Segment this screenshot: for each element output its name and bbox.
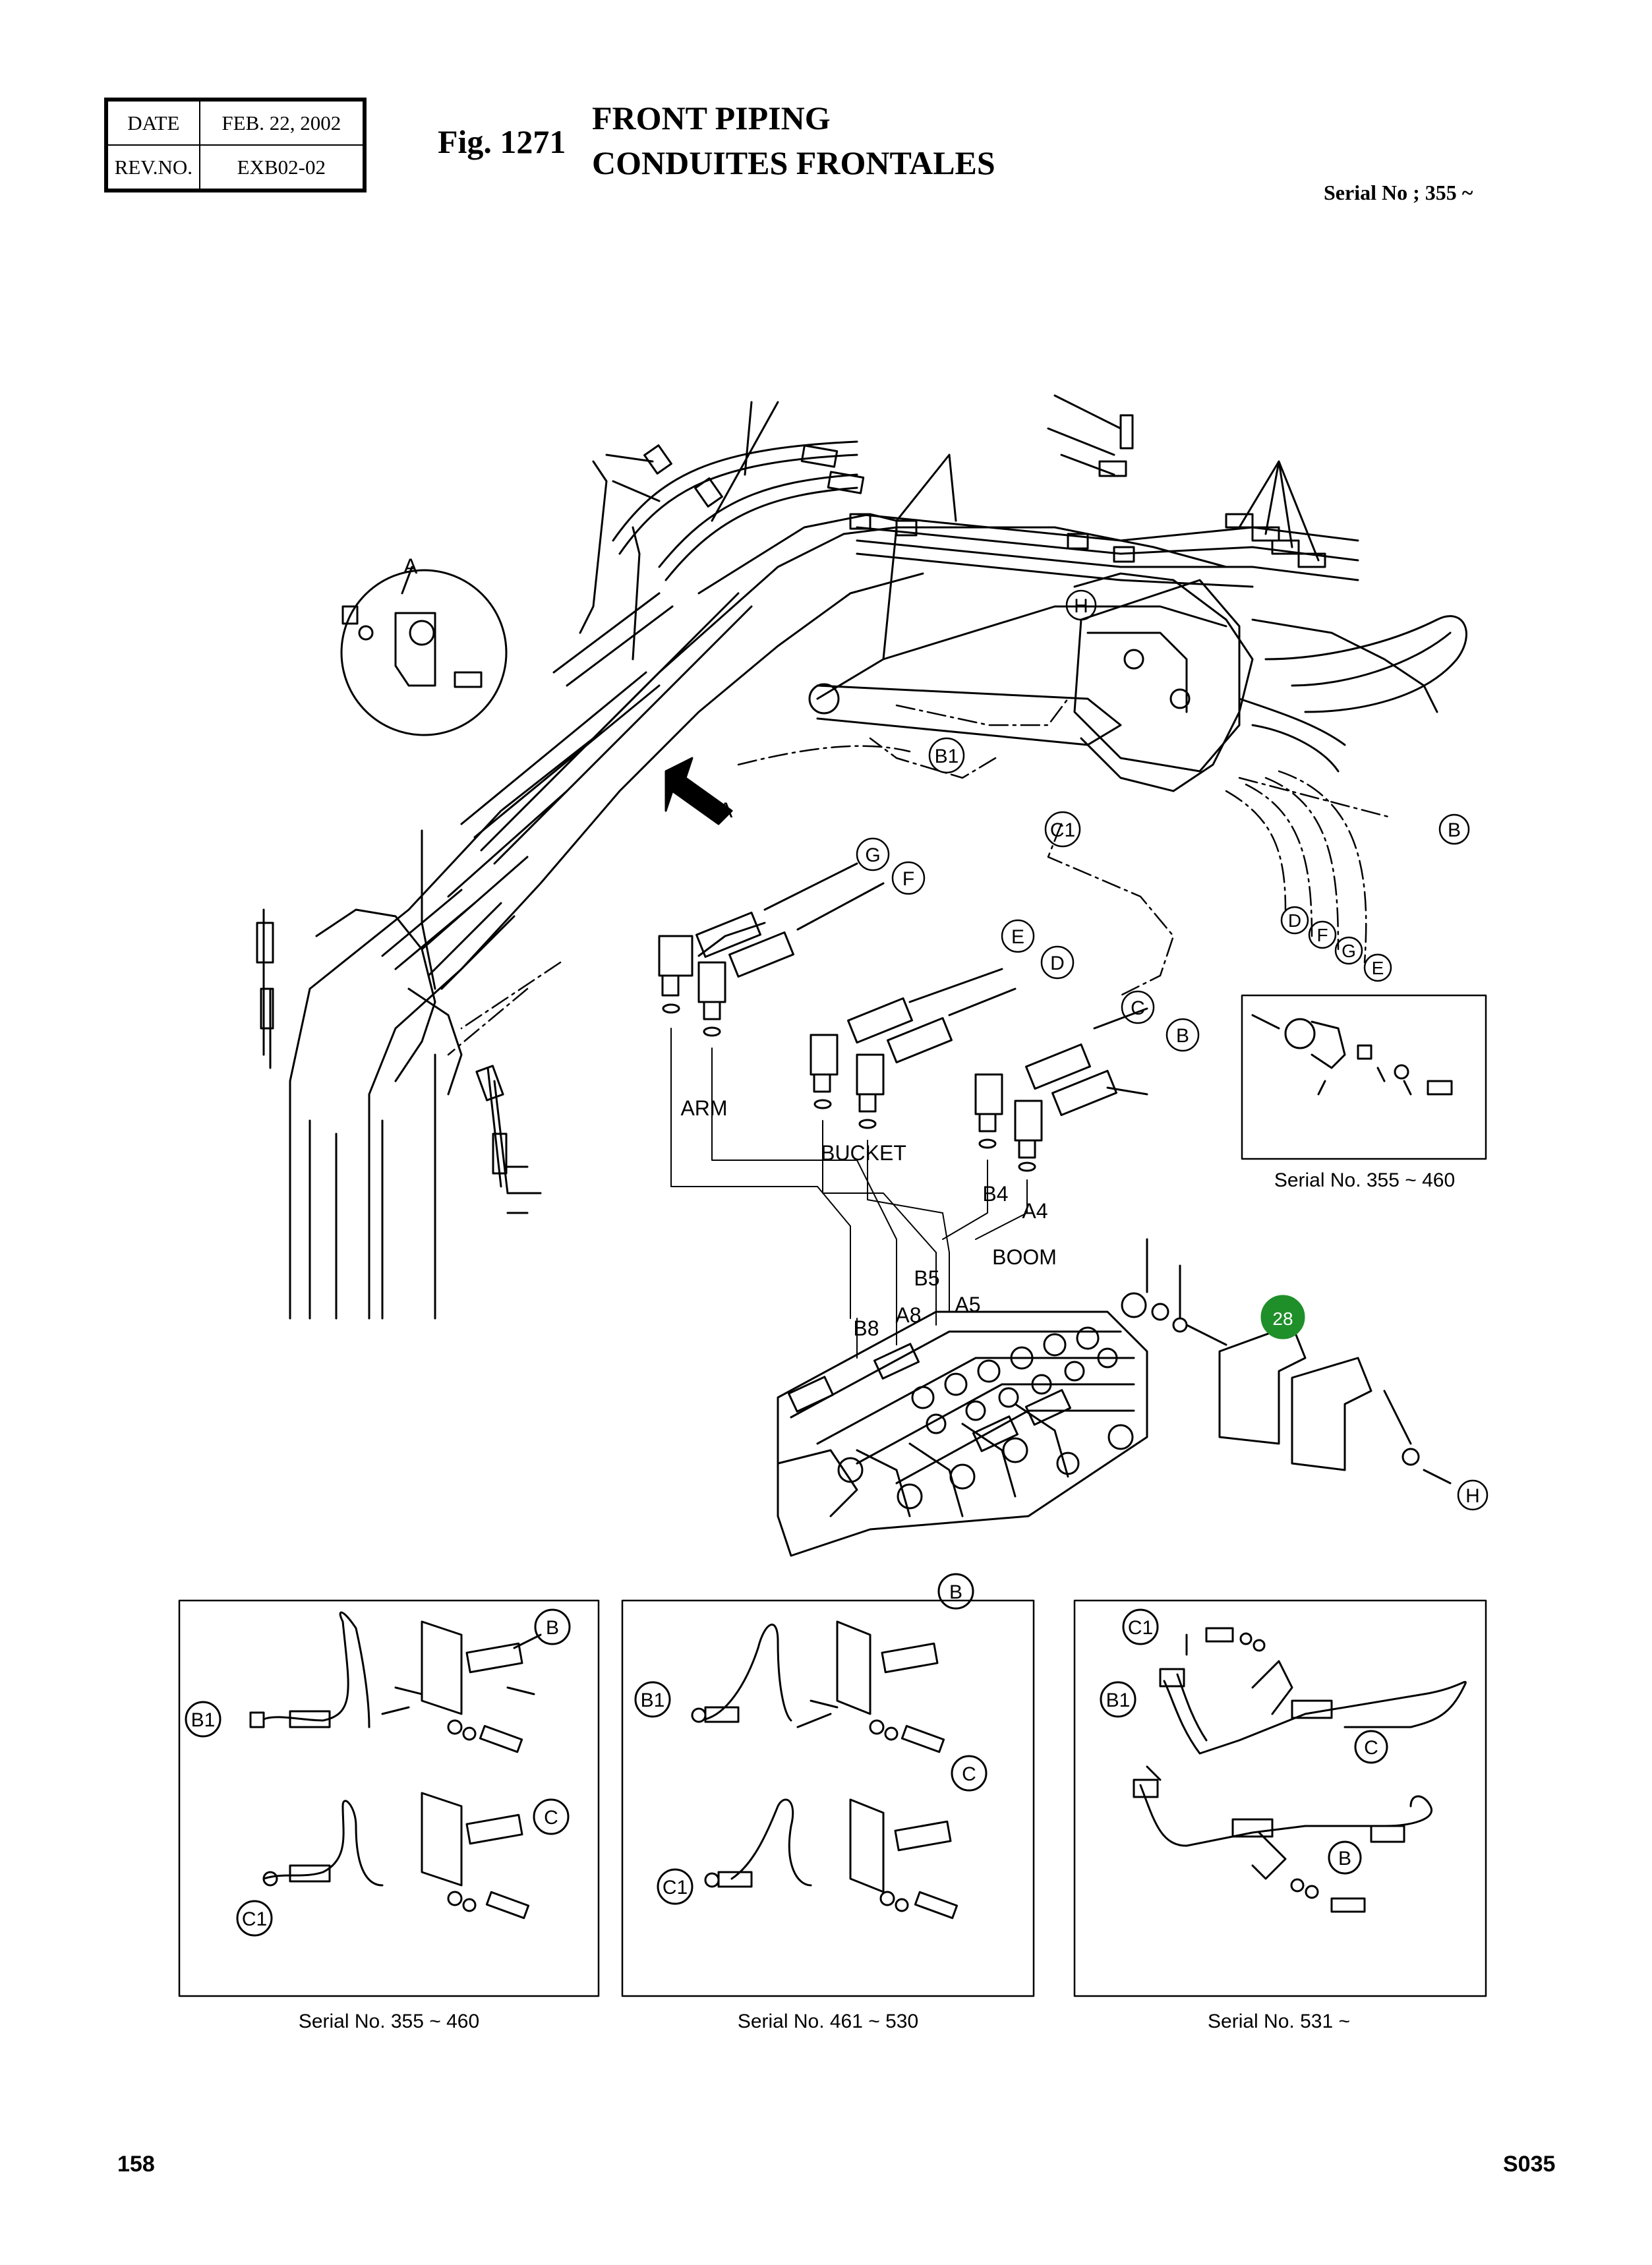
callout-d-hose: D: [1288, 910, 1301, 931]
boom-hoses: [381, 440, 1359, 990]
callout-h-bottom: H: [1465, 1485, 1480, 1507]
date-label: DATE: [107, 100, 200, 146]
v3-callout-b: B: [1338, 1848, 1351, 1869]
port-b4: B4: [982, 1182, 1008, 1206]
view-arrow: [664, 757, 733, 825]
serial-range: Serial No ; 355 ~: [1324, 181, 1473, 204]
callout-c: C: [1131, 997, 1145, 1019]
port-b8: B8: [853, 1316, 879, 1340]
cover-plates: [1121, 1238, 1452, 1485]
page-title-french: CONDUITES FRONTALES: [592, 144, 995, 181]
variant-3-caption: Serial No. 531 ~: [1208, 2011, 1350, 2032]
callout-g-hose: G: [1342, 941, 1356, 961]
v3-callout-b1: B1: [1106, 1690, 1131, 1711]
callout-f-hose: F: [1316, 925, 1328, 945]
port-leaders: [670, 1028, 1028, 1359]
boom-outline: [289, 526, 1438, 1320]
v1-callout-c: C: [544, 1807, 558, 1829]
callout-e-hose: E: [1372, 958, 1384, 978]
inset-serial-caption: Serial No. 355 ~ 460: [1274, 1169, 1455, 1191]
callout-d: D: [1050, 953, 1065, 974]
date-value: FEB. 22, 2002: [198, 100, 365, 146]
figure-number: Fig. 1271: [438, 123, 566, 160]
detail-a-label: A: [403, 554, 418, 578]
swing-bracket: [808, 579, 1467, 773]
v2-callout-b: B: [949, 1581, 962, 1603]
v3-callout-c1: C1: [1128, 1617, 1153, 1639]
page-number: 158: [117, 2152, 155, 2177]
callout-h-top: H: [1074, 595, 1088, 617]
rev-label: REV.NO.: [107, 144, 200, 190]
v3-callout-c: C: [1364, 1737, 1378, 1759]
rev-value: EXB02-02: [198, 144, 365, 190]
connection-lines: [447, 697, 1392, 1056]
variant-1-caption: Serial No. 355 ~ 460: [299, 2011, 479, 2032]
valve-fittings: [658, 862, 1148, 1172]
arm-label: ARM: [680, 1096, 727, 1120]
view-arrow-label: A: [719, 798, 733, 822]
callout-b-right: B: [1448, 819, 1461, 841]
callout-g: G: [865, 844, 880, 866]
callout-b1: B1: [935, 746, 959, 767]
port-a8: A8: [895, 1303, 921, 1327]
port-a5: A5: [955, 1293, 980, 1316]
hose-fittings: [605, 394, 1326, 568]
detail-view-a: [340, 566, 508, 736]
variant-2-caption: Serial No. 461 ~ 530: [738, 2011, 918, 2032]
page-title: FRONT PIPING: [592, 100, 831, 136]
variant-panel-1: [178, 1599, 600, 1997]
bucket-label: BUCKET: [821, 1141, 906, 1165]
v2-callout-c1: C1: [663, 1877, 688, 1898]
part-number-28: 28: [1272, 1309, 1293, 1329]
port-b5: B5: [914, 1266, 939, 1290]
page-code: S035: [1503, 2152, 1556, 2177]
callout-b: B: [1176, 1025, 1189, 1047]
variant-panel-3: [1073, 1599, 1487, 1997]
port-a4: A4: [1022, 1199, 1047, 1223]
clamp-inset: [1241, 994, 1487, 1160]
callout-bubbles: [856, 589, 1489, 1511]
variant-panel-2: [621, 1573, 1035, 1997]
v2-callout-c: C: [962, 1763, 976, 1785]
boom-label: BOOM: [992, 1245, 1057, 1269]
part-number-badge: [1260, 1295, 1305, 1339]
v2-callout-b1: B1: [641, 1690, 665, 1711]
callout-f: F: [902, 868, 914, 890]
revision-stamp: DATE FEB. 22, 2002 REV.NO. EXB02-02: [104, 98, 367, 192]
v1-callout-b1: B1: [191, 1709, 216, 1731]
control-valve: [777, 1310, 1148, 1557]
v1-callout-c1: C1: [242, 1908, 267, 1930]
callout-e: E: [1011, 926, 1024, 948]
callout-c1: C1: [1050, 819, 1075, 841]
v1-callout-b: B: [546, 1617, 559, 1639]
arm-pipes: [256, 460, 641, 1214]
